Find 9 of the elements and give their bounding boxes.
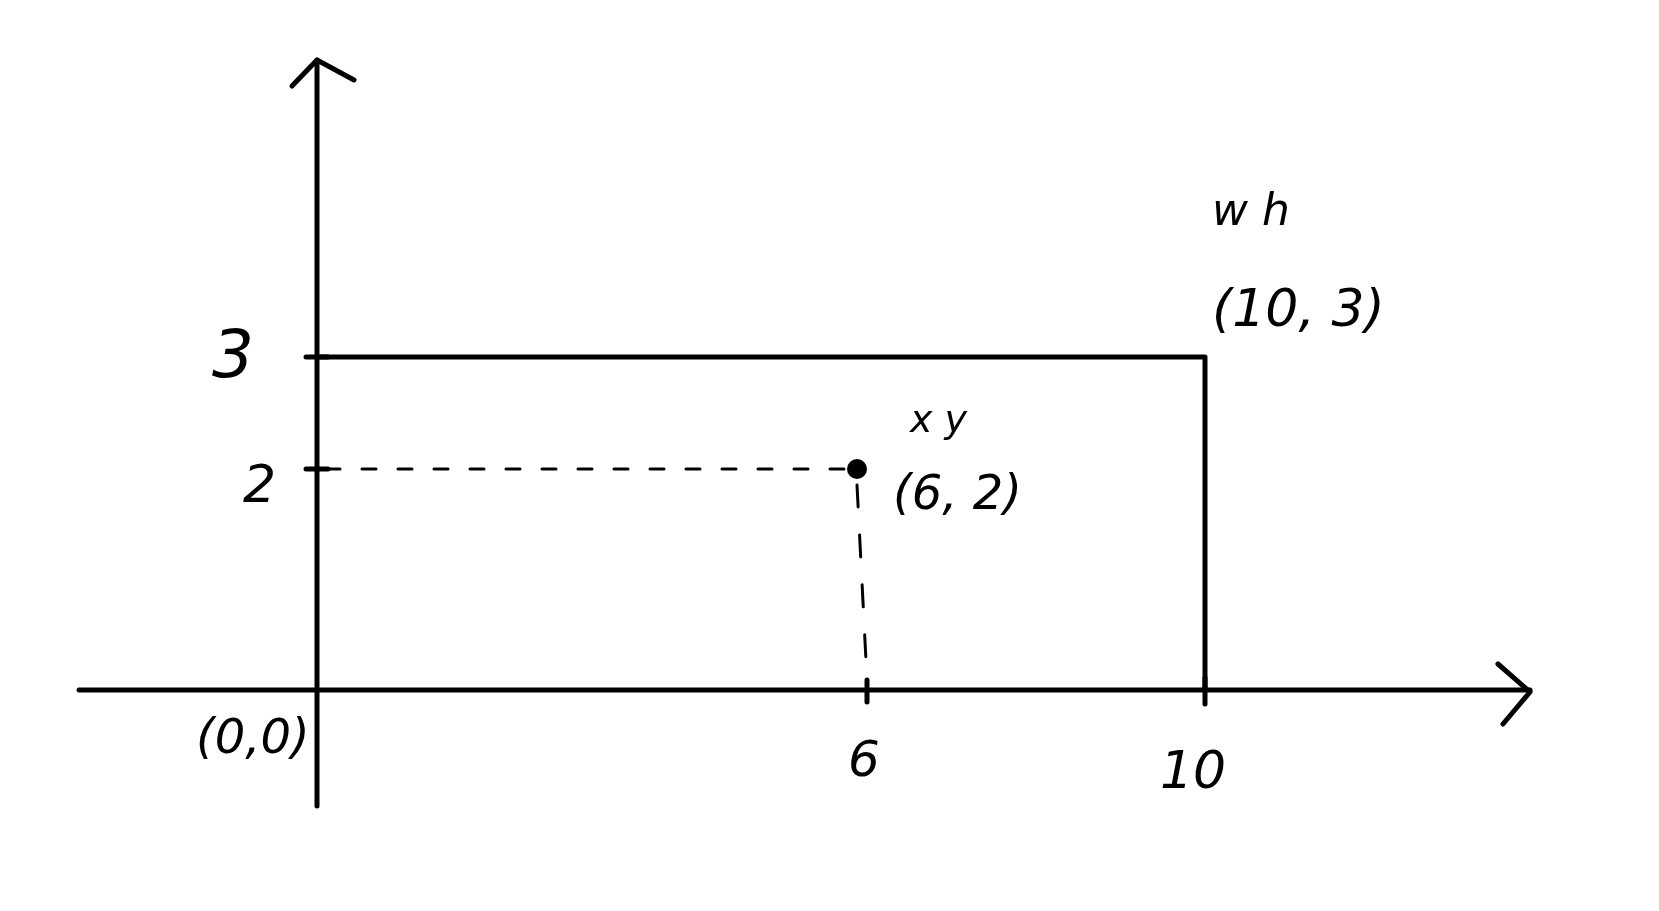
tick-label: 10 bbox=[1160, 744, 1227, 796]
axis-label: w h bbox=[1212, 188, 1290, 232]
coordinate-label: (0,0) bbox=[196, 712, 310, 760]
coordinate-label: (6, 2) bbox=[893, 468, 1023, 516]
tick-label: 3 bbox=[212, 322, 254, 388]
axis-label: x y bbox=[910, 400, 968, 438]
coordinate-label: (10, 3) bbox=[1212, 282, 1385, 334]
tick-label: 6 bbox=[848, 734, 880, 784]
tick-label: 2 bbox=[243, 458, 277, 510]
